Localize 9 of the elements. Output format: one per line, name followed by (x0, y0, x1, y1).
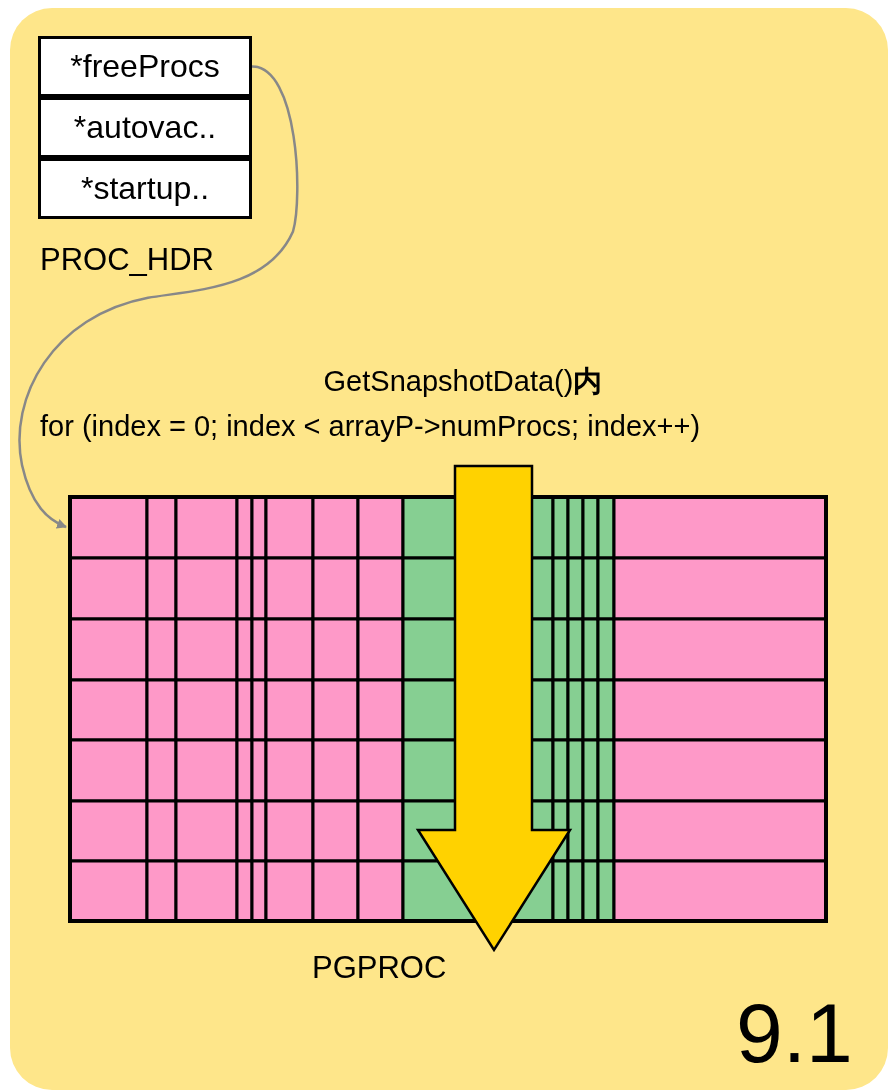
slide-number: 9.1 (736, 985, 853, 1082)
code-line: for (index = 0; index < arrayP->numProcs; index++) (40, 410, 701, 443)
field-cell: *autovac.. (38, 97, 252, 158)
field-cell: *freeProcs (38, 36, 252, 97)
function-caption: GetSnapshotData()内 (322, 364, 604, 399)
arrow (18, 65, 299, 529)
field-cell: *startup.. (38, 158, 252, 219)
struct-name: PROC_HDR (40, 242, 214, 278)
array-name: PGPROC (312, 950, 447, 986)
